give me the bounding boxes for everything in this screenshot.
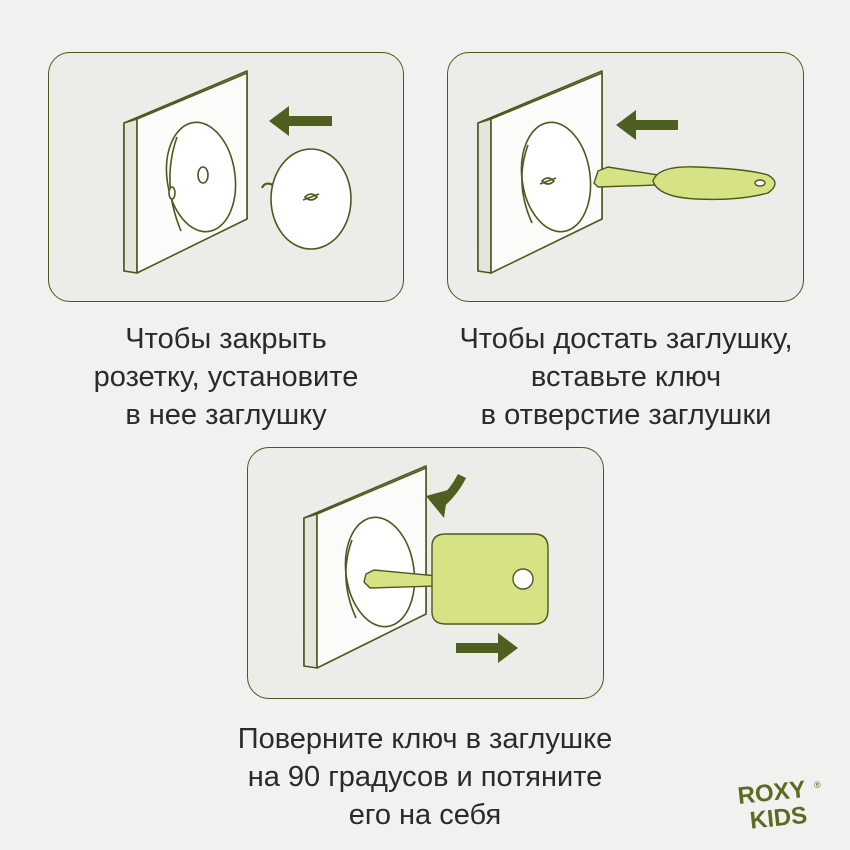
arrow-right-icon [456,633,518,663]
caption-line: розетку, установите [93,361,359,393]
socket-with-cap-icon [303,465,427,669]
key-icon [593,166,776,201]
step-1-caption: Чтобы закрыть розетку, установите в нее … [48,320,404,434]
caption-line: его на себя [348,799,502,831]
step-2-illustration-panel [447,52,804,302]
caption-line: вставьте ключ [530,361,722,393]
caption-line: на 90 градусов и потяните [247,761,603,793]
caption-line: Чтобы достать заглушку, [459,323,793,355]
roxy-kids-logo: ROXY KIDS ® [736,776,821,834]
caption-line: в отверстие заглушки [480,399,772,431]
step-3-caption: Поверните ключ в заглушке на 90 градусов… [150,720,700,834]
step-3-illustration-panel [247,447,604,699]
socket-with-cap-icon [477,70,603,274]
arrow-left-icon [616,110,678,140]
key-icon [363,533,549,625]
arrow-left-icon [269,106,332,136]
plug-cap-icon [260,148,352,250]
step-2-caption: Чтобы достать заглушку, вставьте ключ в … [420,320,832,434]
caption-line: Поверните ключ в заглушке [237,723,613,755]
logo-line-2: KIDS [749,802,809,834]
logo-registered-mark: ® [814,780,821,790]
socket-icon [123,70,248,274]
caption-line: в нее заглушку [125,399,327,431]
rotate-arrow-icon [426,473,467,518]
step-1-illustration-panel [48,52,404,302]
caption-line: Чтобы закрыть [125,323,327,355]
